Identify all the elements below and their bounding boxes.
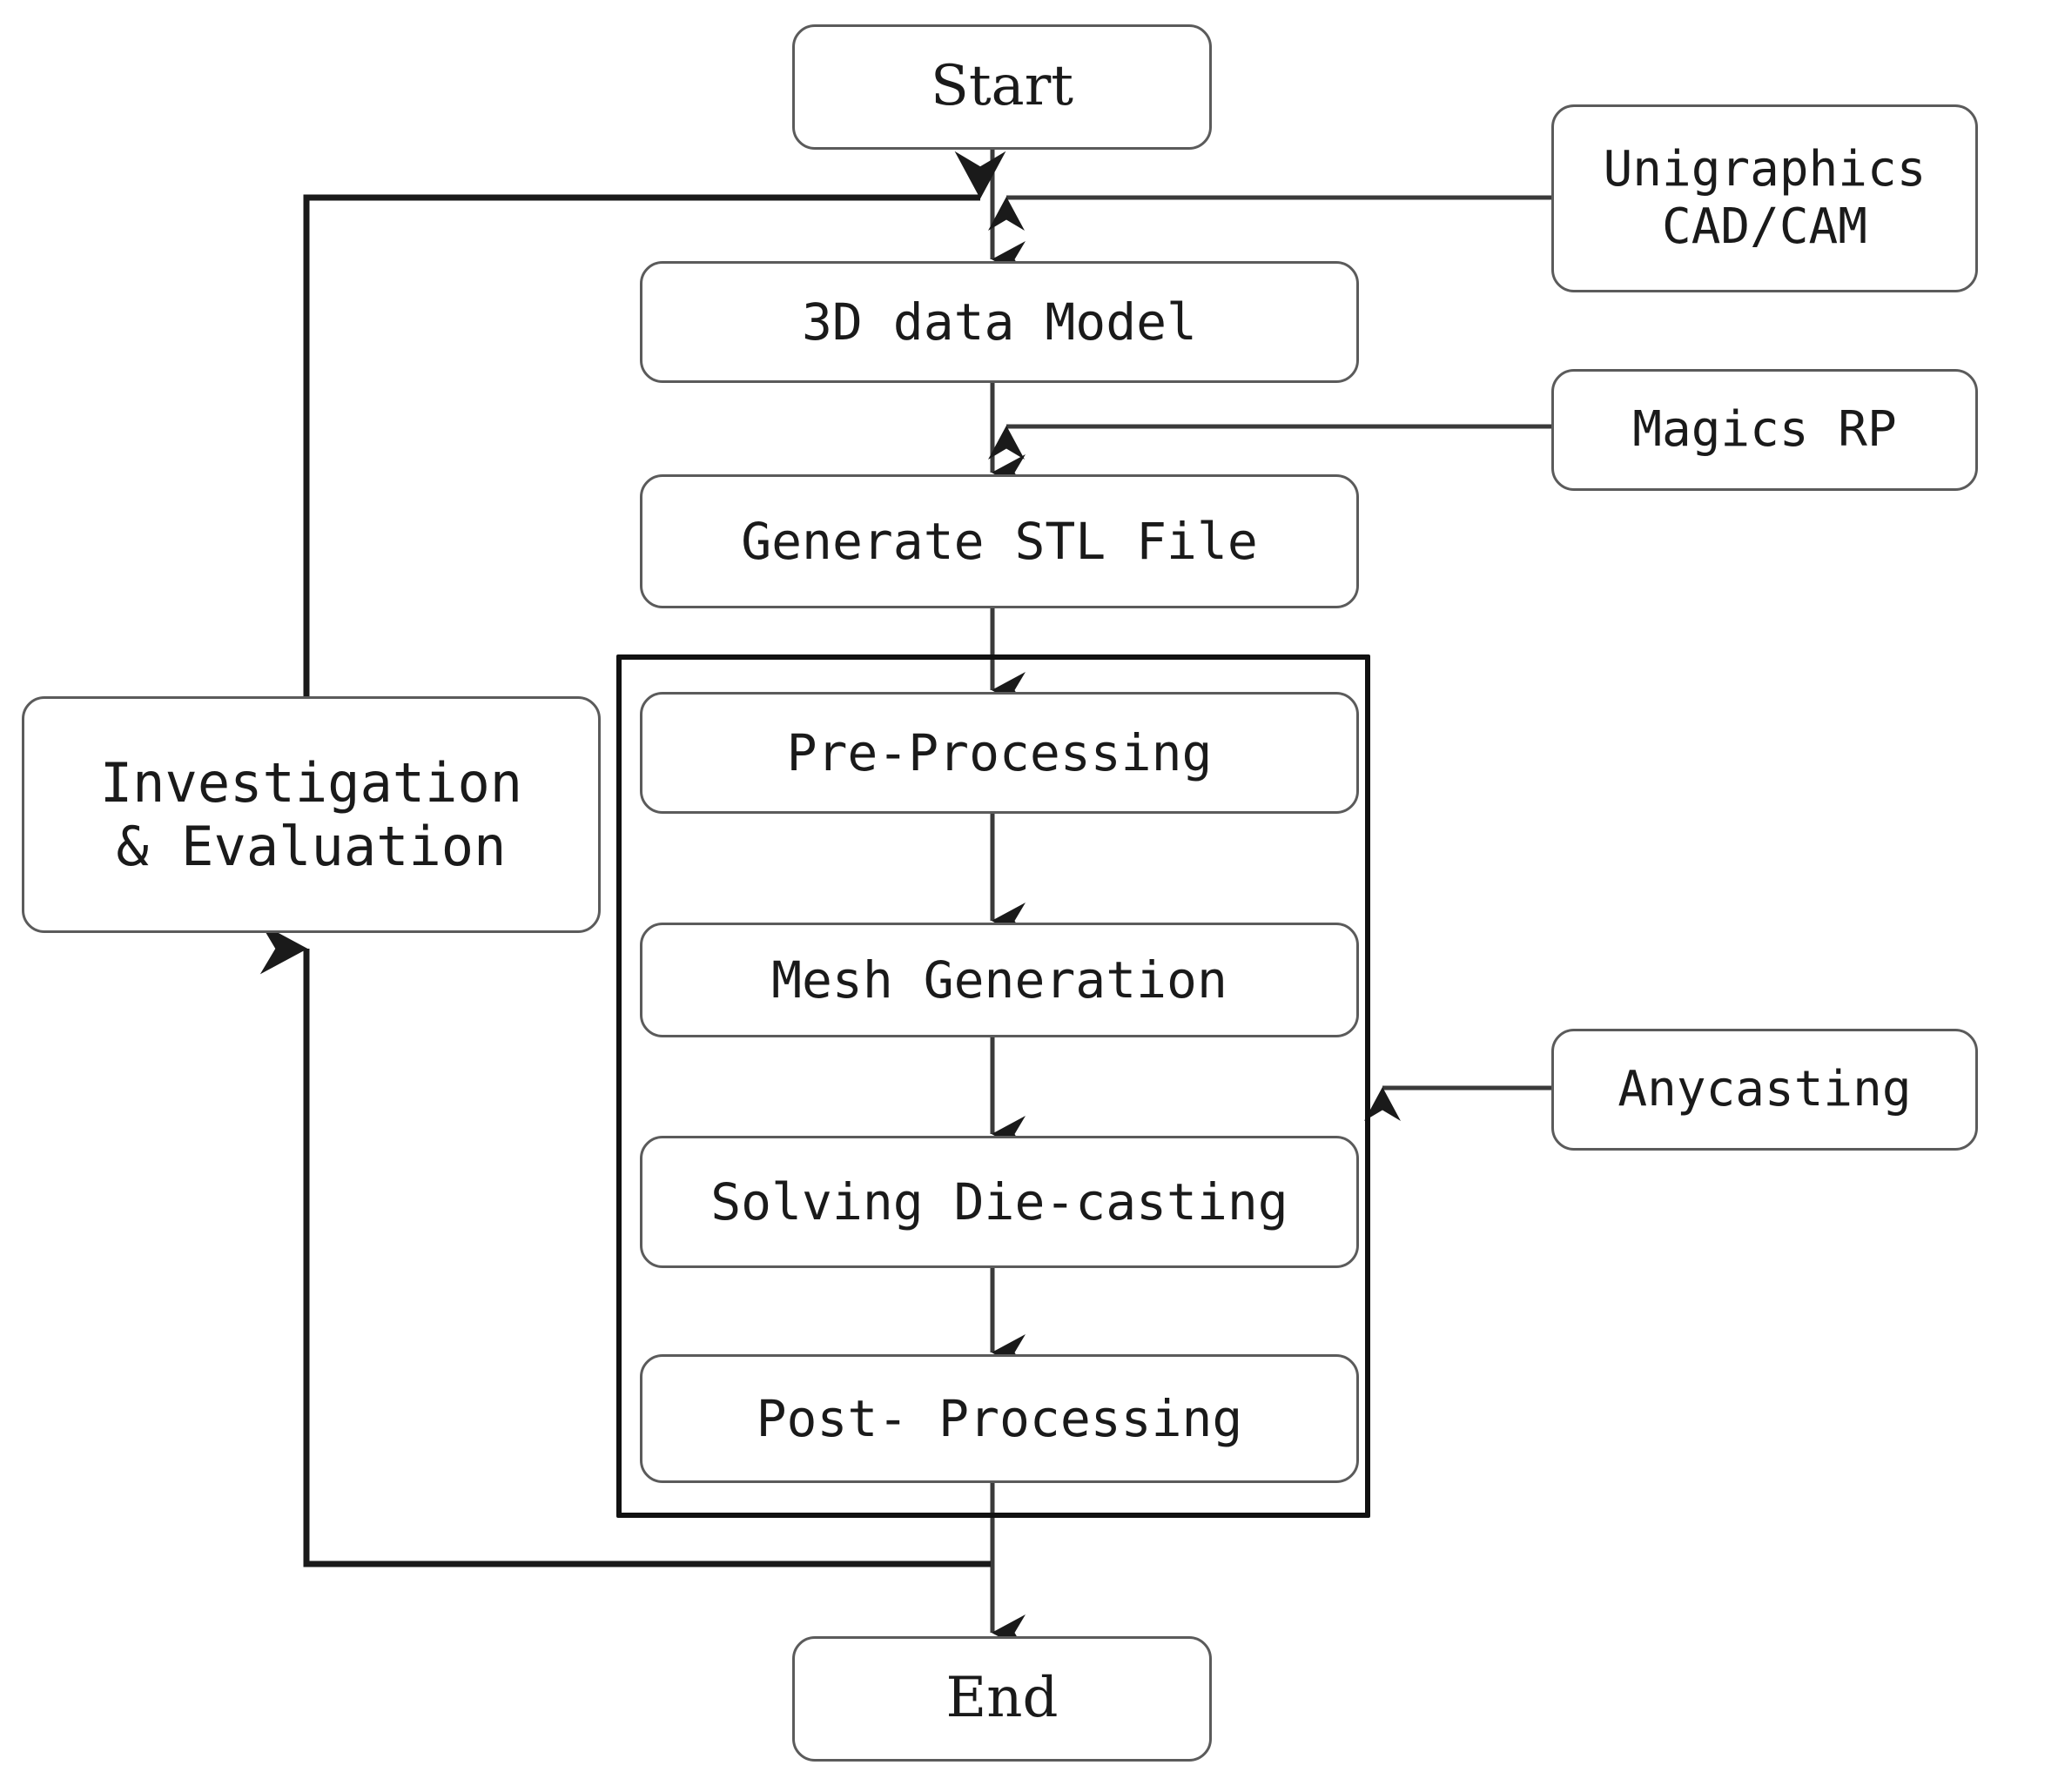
node-anycasting-label: Anycasting bbox=[1617, 1060, 1912, 1117]
node-3d-data-model[interactable]: 3D data Model bbox=[640, 261, 1359, 383]
node-mesh-generation-label: Mesh Generation bbox=[771, 950, 1227, 1010]
node-solving-die-casting[interactable]: Solving Die-casting bbox=[640, 1136, 1359, 1268]
node-end-label: End bbox=[945, 1666, 1059, 1731]
node-end[interactable]: End bbox=[792, 1636, 1212, 1762]
node-anycasting[interactable]: Anycasting bbox=[1551, 1029, 1978, 1151]
node-investigation-evaluation[interactable]: Investigation & Evaluation bbox=[22, 696, 601, 933]
node-pre-processing[interactable]: Pre-Processing bbox=[640, 692, 1359, 814]
node-post-processing[interactable]: Post- Processing bbox=[640, 1354, 1359, 1483]
node-generate-stl-file[interactable]: Generate STL File bbox=[640, 474, 1359, 608]
node-start[interactable]: Start bbox=[792, 24, 1212, 150]
node-solving-die-casting-label: Solving Die-casting bbox=[710, 1171, 1288, 1232]
node-mesh-generation[interactable]: Mesh Generation bbox=[640, 923, 1359, 1037]
node-start-label: Start bbox=[930, 54, 1074, 119]
node-generate-stl-file-label: Generate STL File bbox=[741, 511, 1258, 571]
node-investigation-evaluation-label: Investigation & Evaluation bbox=[99, 750, 523, 878]
node-pre-processing-label: Pre-Processing bbox=[786, 722, 1213, 782]
node-magics-rp[interactable]: Magics RP bbox=[1551, 369, 1978, 491]
node-magics-rp-label: Magics RP bbox=[1632, 400, 1897, 458]
node-unigraphics-label: Unigraphics CAD/CAM bbox=[1603, 140, 1927, 255]
node-post-processing-label: Post- Processing bbox=[756, 1388, 1243, 1448]
node-unigraphics-cad-cam[interactable]: Unigraphics CAD/CAM bbox=[1551, 104, 1978, 292]
node-3d-data-model-label: 3D data Model bbox=[802, 292, 1197, 352]
